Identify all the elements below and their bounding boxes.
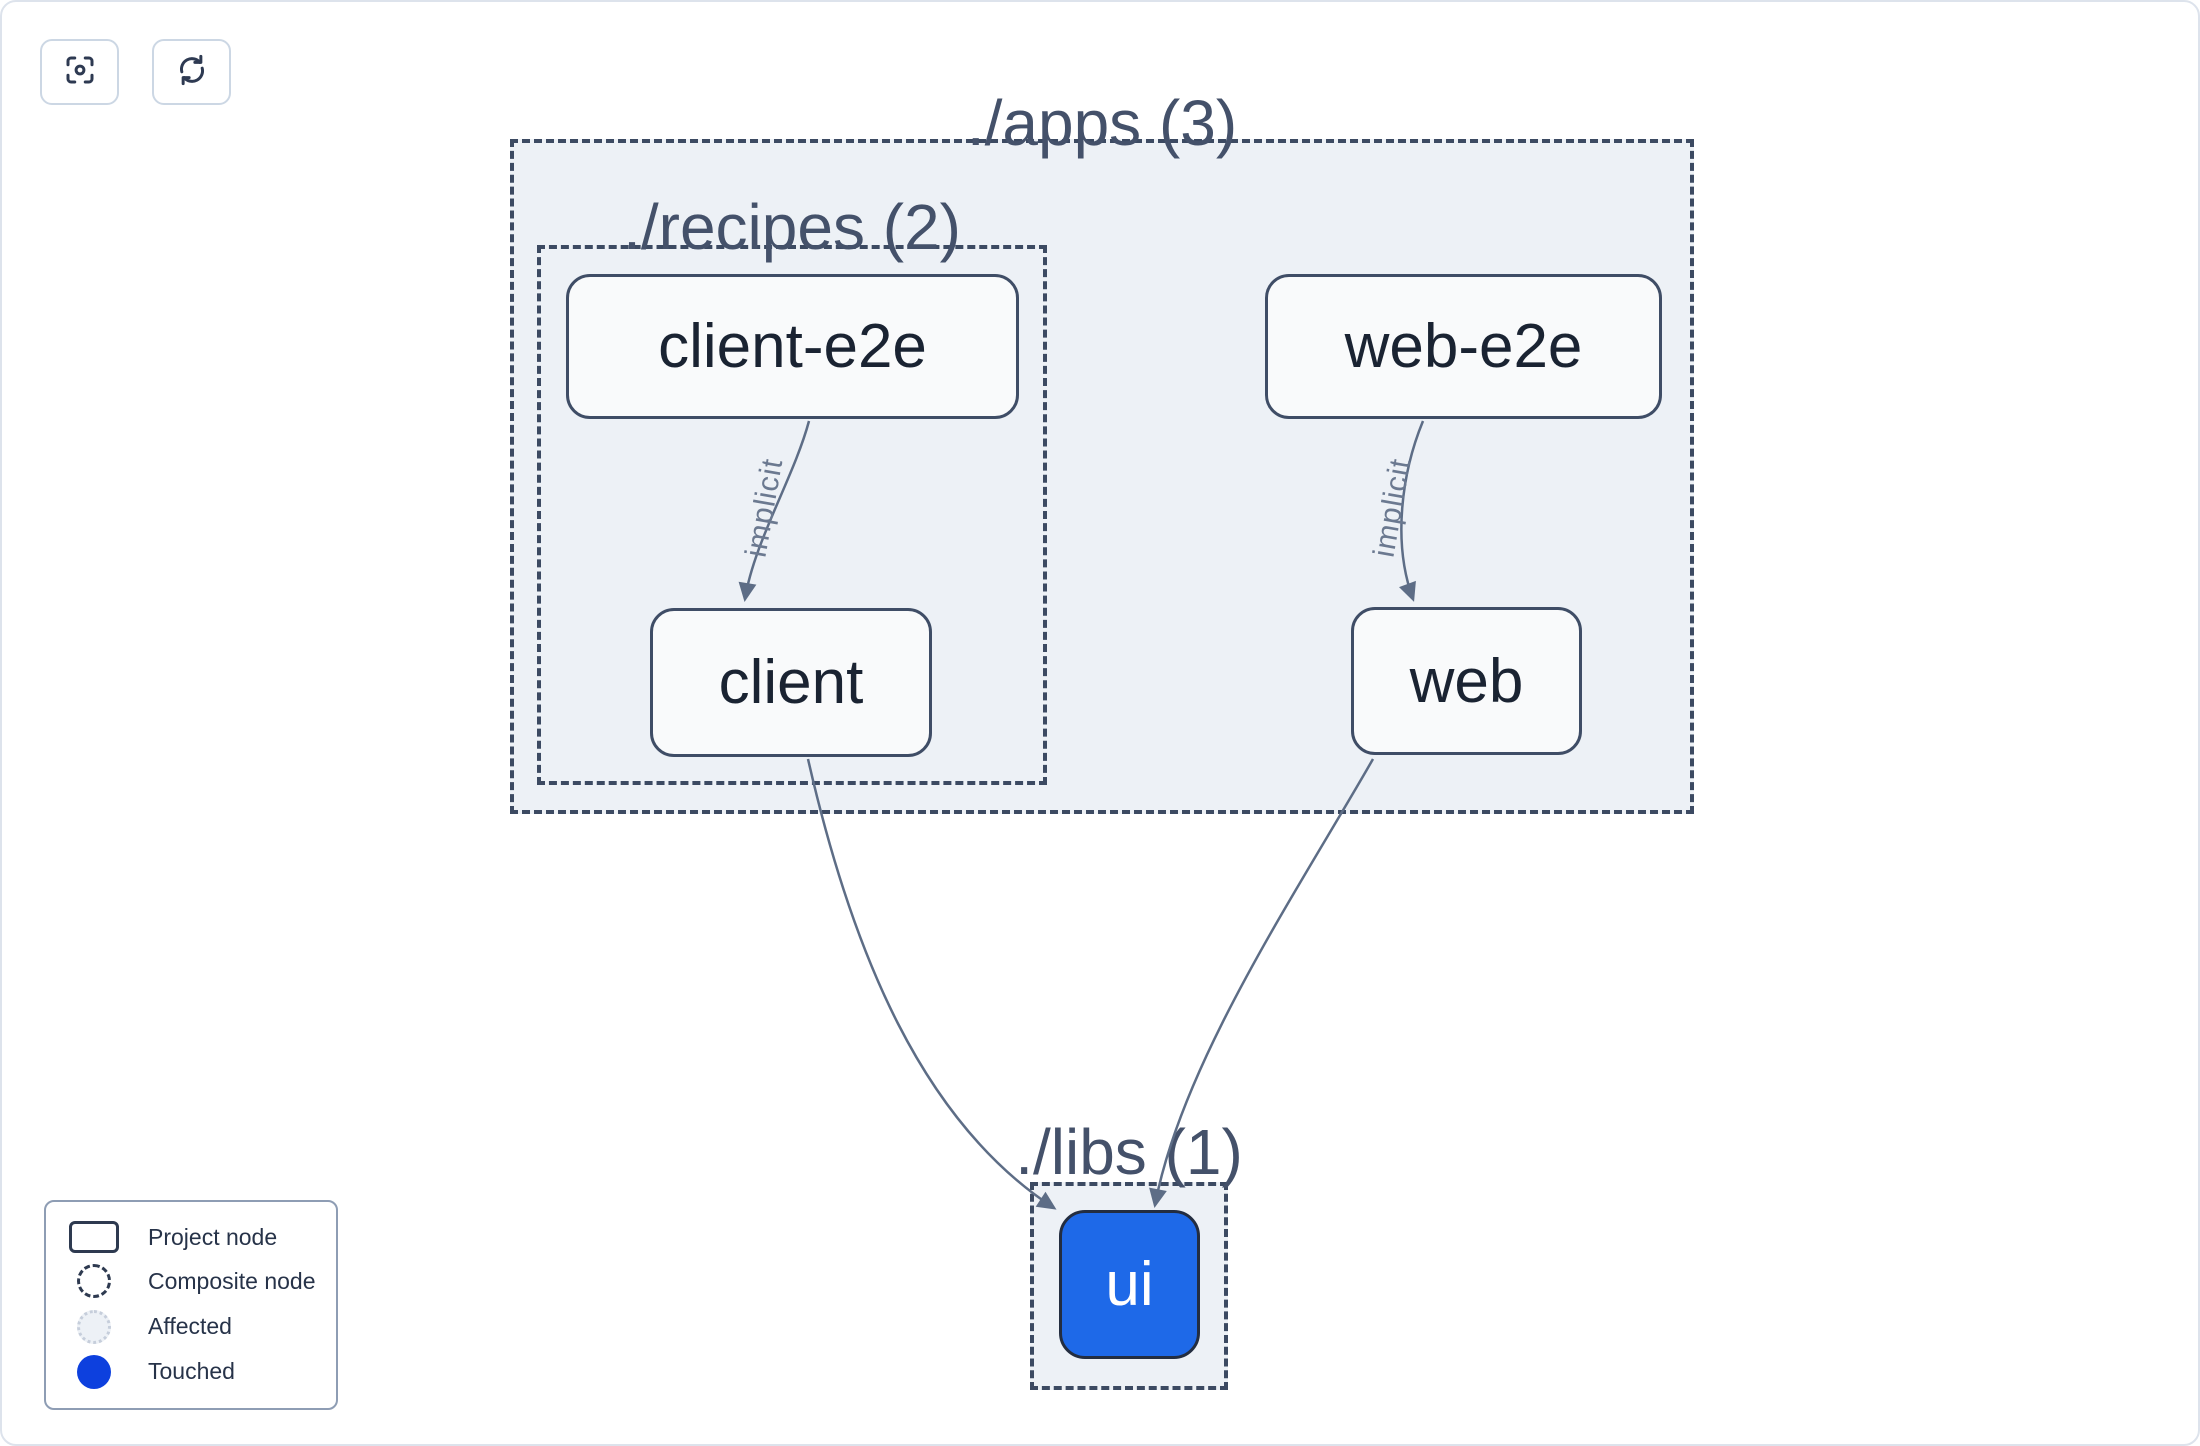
node-label: client: [718, 648, 864, 717]
node-ui[interactable]: ui: [1059, 1210, 1200, 1359]
legend-item-project-node: Project node: [66, 1221, 326, 1254]
edge-client-to-ui[interactable]: [806, 758, 1057, 1210]
edge-web-e2e-to-web[interactable]: [1399, 420, 1425, 602]
center-graph-button[interactable]: [40, 39, 119, 105]
legend-label: Project node: [148, 1223, 278, 1250]
node-client[interactable]: client: [650, 608, 932, 757]
legend-label: Affected: [148, 1313, 232, 1340]
node-web[interactable]: web: [1351, 607, 1582, 755]
legend-label: Composite node: [148, 1267, 316, 1294]
refresh-icon: [174, 52, 210, 93]
container-title-apps: ./apps (3): [966, 87, 1238, 159]
node-web-e2e[interactable]: web-e2e: [1265, 274, 1662, 419]
focus-target-icon: [62, 52, 98, 93]
refresh-graph-button[interactable]: [152, 39, 231, 105]
legend-item-touched: Touched: [66, 1354, 326, 1389]
node-client-e2e[interactable]: client-e2e: [566, 274, 1019, 419]
node-label: client-e2e: [658, 312, 927, 381]
container-title-libs: ./libs (1): [1015, 1116, 1243, 1188]
node-label: ui: [1105, 1250, 1154, 1319]
node-label: web-e2e: [1344, 312, 1583, 381]
project-node-swatch: [69, 1221, 119, 1254]
affected-swatch: [77, 1309, 111, 1344]
legend-label: Touched: [148, 1358, 235, 1385]
touched-swatch: [77, 1354, 111, 1389]
legend-item-affected: Affected: [66, 1309, 326, 1344]
composite-node-swatch: [77, 1264, 111, 1299]
container-title-recipes: ./recipes (2): [623, 191, 961, 263]
legend-item-composite-node: Composite node: [66, 1264, 326, 1299]
edge-web-to-ui[interactable]: [1149, 758, 1375, 1208]
legend-panel: Project node Composite node Affected Tou…: [44, 1200, 338, 1410]
edge-client-e2e-to-client[interactable]: [738, 420, 811, 602]
node-label: web: [1409, 646, 1524, 716]
